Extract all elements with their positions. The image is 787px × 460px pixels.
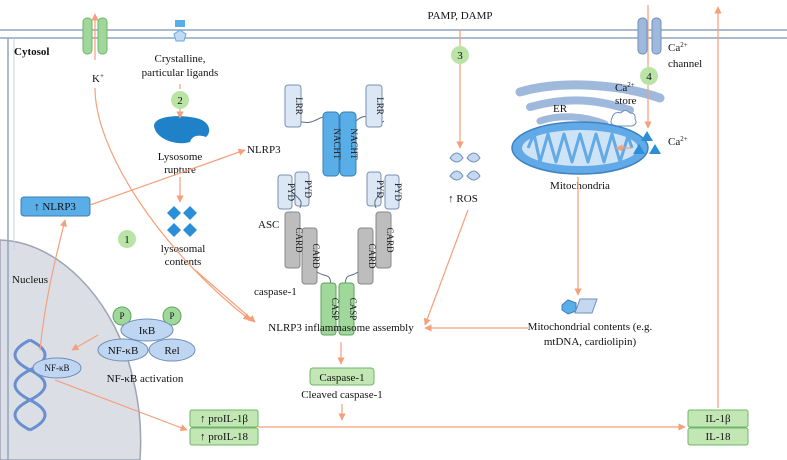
- svg-text:PYD: PYD: [375, 180, 385, 199]
- svg-text:↑ NLRP3: ↑ NLRP3: [34, 201, 76, 213]
- nucleus-label: Nucleus: [12, 274, 48, 286]
- card-right-2: [375, 211, 392, 269]
- svg-text:CASP: CASP: [330, 298, 340, 321]
- card-right-1: [357, 227, 374, 285]
- svg-text:P: P: [169, 311, 174, 321]
- ros-icon: [449, 152, 481, 181]
- pathway-arrows: [39, 5, 722, 432]
- svg-text:CASP: CASP: [348, 298, 358, 321]
- svg-text:CARD: CARD: [294, 227, 304, 253]
- lrr-right: [365, 84, 383, 128]
- potassium-channel: [82, 17, 108, 55]
- svg-text:PYD: PYD: [393, 183, 403, 202]
- ros-label: ↑ ROS: [448, 193, 478, 205]
- proil18-box: ↑ proIL-18: [189, 427, 259, 446]
- er-icon: [515, 80, 665, 128]
- svg-text:CARD: CARD: [367, 243, 377, 269]
- mitochondria-label: Mitochondria: [550, 180, 610, 192]
- lysosomal-label-2: contents: [165, 256, 202, 268]
- svg-text:LRR: LRR: [375, 97, 385, 115]
- svg-text:2: 2: [177, 95, 183, 107]
- svg-text:↑ proIL-1β: ↑ proIL-1β: [200, 413, 248, 425]
- mito-contents-label: Mitochondrial contents (e.g.: [528, 321, 653, 333]
- svg-text:PYD: PYD: [303, 180, 313, 199]
- svg-text:P: P: [119, 311, 124, 321]
- step-badge-3: 3: [451, 46, 469, 64]
- dna-helix-icon: [13, 338, 47, 432]
- ca-store-cloud-icon: [610, 110, 637, 127]
- svg-text:CARD: CARD: [311, 243, 321, 269]
- cytosol-label: Cytosol: [14, 46, 49, 58]
- svg-text:NACHT: NACHT: [332, 129, 342, 161]
- nlrp3-domain-labels: LRR LRR NACHT NACHT PYD PYD PYD PYD CARD…: [286, 97, 403, 320]
- mito-contents-icon: [561, 298, 598, 315]
- mito-contents-label-2: mtDNA, cardiolipin): [544, 336, 637, 348]
- svg-text:1: 1: [124, 234, 130, 246]
- casp-left: [320, 282, 337, 336]
- k-label: K+: [92, 72, 104, 85]
- step-badge-2: 2: [171, 91, 189, 109]
- svg-text:IL-1β: IL-1β: [705, 413, 731, 425]
- svg-text:NF-κB: NF-κB: [44, 363, 69, 373]
- nfkb-nucleus: NF-κB: [32, 357, 82, 379]
- pamp-damp-label: PAMP, DAMP: [427, 10, 492, 22]
- svg-text:IL-18: IL-18: [705, 431, 731, 443]
- assembly-label: NLRP3 inflammasome assembly: [268, 322, 414, 334]
- lysosomal-label: lysosomal: [161, 243, 206, 255]
- svg-text:↑ proIL-18: ↑ proIL-18: [200, 431, 248, 443]
- svg-text:IκB: IκB: [139, 325, 156, 337]
- casp-right: [338, 282, 355, 336]
- lysosome-label: Lysosome: [158, 151, 203, 163]
- nacht-right: [339, 111, 357, 177]
- il1b-box: IL-1β: [687, 409, 749, 428]
- ca-store-label: Ca2+: [615, 81, 635, 94]
- card-left-1: [284, 211, 301, 269]
- ca-channel-label-2: channel: [668, 58, 702, 70]
- nlrp3-structure: [277, 84, 400, 336]
- nacht-left: [322, 111, 340, 177]
- calcium-ions-icon: [633, 131, 661, 154]
- nfkb-complex: P P IκB NF-κB Rel: [97, 306, 196, 362]
- card-left-2: [301, 227, 318, 285]
- pyd-right-2: [384, 174, 400, 210]
- svg-text:Caspase-1: Caspase-1: [319, 372, 364, 384]
- ca-store-label-2: store: [615, 95, 637, 107]
- lrr-left: [284, 84, 302, 128]
- svg-text:LRR: LRR: [294, 97, 304, 115]
- lysosomal-contents-icon: [167, 206, 197, 237]
- crystalline-label: Crystalline,: [154, 53, 205, 65]
- crystalline-label-2: particular ligands: [142, 67, 219, 79]
- step-badge-4: 4: [640, 67, 658, 85]
- nlrp3-label: NLRP3: [247, 144, 281, 156]
- svg-text:4: 4: [646, 71, 652, 83]
- proil1b-box: ↑ proIL-1β: [189, 409, 259, 428]
- er-label: ER: [553, 103, 568, 115]
- caspase1-box: Caspase-1: [309, 367, 375, 386]
- nlrp3-up-box: ↑ NLRP3: [20, 196, 91, 217]
- crystal-ligand-icon: [173, 20, 187, 42]
- svg-text:3: 3: [457, 50, 463, 62]
- ca-channel-label: Ca2+: [668, 41, 688, 54]
- svg-text:NACHT: NACHT: [349, 129, 359, 161]
- mitochondria-icon: [511, 121, 649, 175]
- lysosome-label-2: rupture: [164, 164, 196, 176]
- caspase1-label: caspase-1: [254, 286, 297, 298]
- svg-text:CARD: CARD: [385, 227, 395, 253]
- svg-text:Rel: Rel: [164, 345, 179, 357]
- il18-box: IL-18: [687, 427, 749, 446]
- step-badge-1: 1: [118, 230, 136, 248]
- calcium-channel: [637, 17, 662, 55]
- asc-label: ASC: [258, 219, 279, 231]
- lysosome-icon: [154, 116, 210, 144]
- nfkb-activation-label: NF-κB activation: [107, 373, 184, 385]
- cleaved-caspase-label: Cleaved caspase-1: [301, 389, 383, 401]
- svg-text:NF-κB: NF-κB: [108, 345, 139, 357]
- ca-ion-label: Ca2+: [668, 135, 688, 148]
- svg-text:PYD: PYD: [286, 183, 296, 202]
